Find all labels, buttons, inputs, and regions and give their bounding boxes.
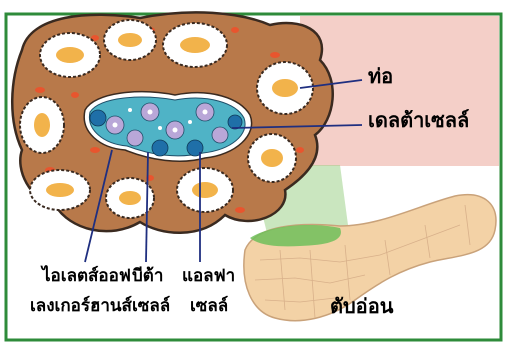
acinus (40, 33, 100, 77)
acinus (30, 170, 90, 210)
label-alpha-line2: เซลล์ (190, 298, 228, 315)
label-islet-line1: ไอเลตส์ออฟ (42, 268, 131, 285)
label-beta-line2: เซลล์ (132, 298, 170, 315)
label-delta-cell: เดลต้าเซลล์ (368, 110, 469, 130)
label-alpha-line1: แอลฟา (182, 268, 235, 285)
label-pancreas: ตับอ่อน (330, 296, 393, 316)
label-beta-line1: บีต้า (132, 268, 163, 285)
acinus (248, 134, 296, 182)
label-duct: ท่อ (368, 66, 393, 86)
acinus (20, 97, 64, 153)
acinus (104, 20, 156, 60)
label-islet-line2: เลงเกอร์ฮานส์ (30, 298, 132, 315)
acinus (177, 168, 233, 212)
acinus (163, 23, 227, 67)
